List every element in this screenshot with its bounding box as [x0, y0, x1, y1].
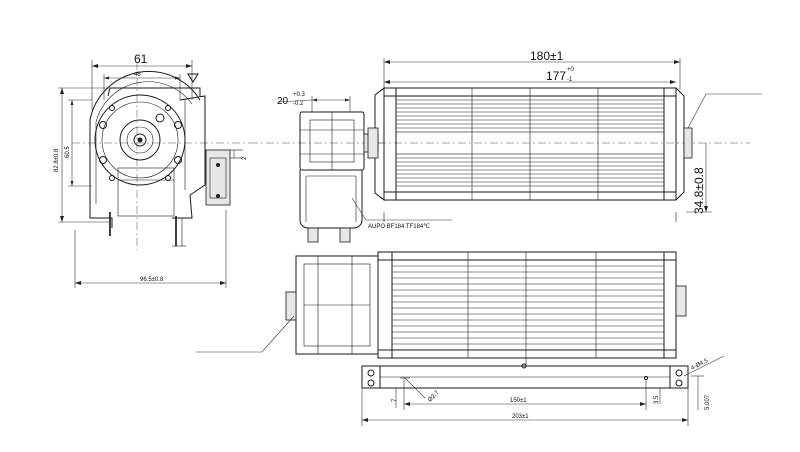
thermal-fuse-label: AUPO BF184 TF184℃: [368, 224, 430, 230]
dim-base-height-label: 3.5: [654, 395, 660, 404]
dim-front-height-outer: 82.8±0.8: [54, 148, 60, 172]
dim-motor-width: 20: [277, 96, 289, 107]
dim-front-inner-width: 48: [134, 72, 141, 78]
dim-base-height: 5.007: [705, 394, 711, 410]
dim-front-bottom-width: 96.5±0.8: [140, 277, 164, 283]
rotor-blades-upper: [396, 99, 664, 129]
rotor-top-view: 180±1 177 +0 -1 34.8±0.8: [367, 49, 762, 222]
motor-side-view: 20 +0.3 -0.2 AUPO BF184 TF184℃: [250, 92, 452, 243]
dim-motor-tol-upper: +0.3: [293, 92, 306, 98]
bottom-rotor-blades: [392, 265, 664, 345]
dim-motor-tol-lower: -0.2: [293, 101, 304, 107]
dim-front-offset: 2: [242, 156, 248, 160]
dim-front-width: 61: [134, 52, 148, 66]
dim-hole-dia: Ø2.7: [427, 390, 441, 404]
dim-rotor-height: 34.8±0.8: [692, 167, 706, 214]
rotor-blades-lower: [396, 157, 664, 187]
front-view: 61 48 82.8±0.8 60.5 2 96.5±0.8: [54, 52, 250, 288]
dim-mount-spacing: 150±1: [510, 398, 527, 404]
bottom-view: Ø2.7 7 150±1 203±1 3.5 4-Ø4.5 5.007: [196, 251, 725, 426]
dim-overall-length: 180±1: [530, 49, 564, 63]
dim-rotor-length: 177: [546, 69, 566, 83]
dim-base-length: 203±1: [512, 414, 529, 420]
dim-fold: 7: [392, 398, 398, 402]
dim-front-height-inner: 60.5: [65, 146, 71, 158]
dim-rotor-tol-lower: -1: [567, 77, 573, 83]
dim-rotor-tol-upper: +0: [567, 67, 575, 73]
